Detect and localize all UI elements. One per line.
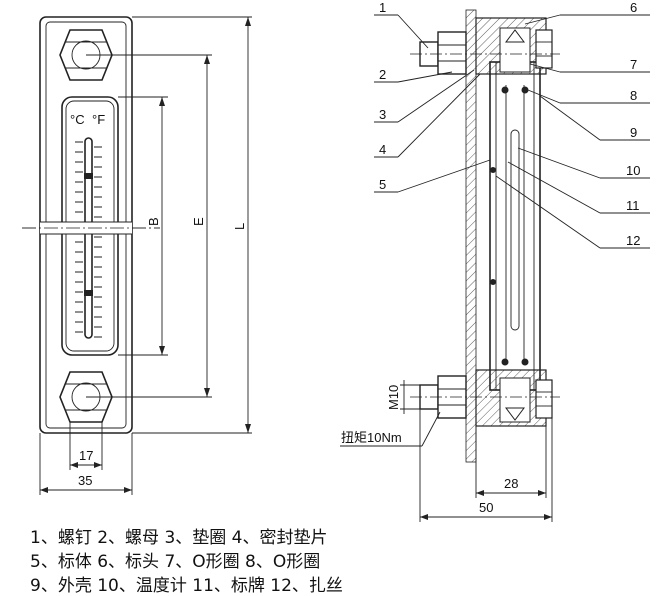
- callout-10: 10: [626, 163, 640, 178]
- tank-wall: [465, 9, 477, 463]
- bottom-screw: [410, 375, 560, 419]
- thread-label: M10: [386, 385, 401, 410]
- front-view: °C °F B E L: [22, 16, 252, 495]
- side-view: M10 扭矩10Nm 28 50 1 2 3 4 5: [340, 0, 650, 522]
- callout-7: 7: [630, 57, 637, 72]
- top-screw: [410, 31, 560, 75]
- callout-12: 12: [626, 233, 640, 248]
- callout-4: 4: [379, 142, 386, 157]
- dim-17-label: 17: [79, 448, 93, 463]
- dim-28-label: 28: [504, 476, 518, 491]
- legend-line-1: 1、螺钉 2、螺母 3、垫圈 4、密封垫片: [30, 528, 328, 548]
- fahrenheit-label: °F: [92, 112, 105, 127]
- dim-E-label: E: [191, 217, 206, 226]
- dim-35-label: 35: [78, 473, 92, 488]
- callout-8: 8: [630, 88, 637, 103]
- torque-label: 扭矩10Nm: [341, 430, 402, 445]
- thermometer-tube: [84, 137, 93, 339]
- callout-2: 2: [379, 67, 386, 82]
- top-head: [475, 17, 553, 94]
- scale-ticks: [75, 141, 102, 338]
- callout-11: 11: [626, 198, 640, 213]
- callout-9: 9: [630, 125, 637, 140]
- celsius-label: °C: [70, 112, 85, 127]
- dim-B-label: B: [146, 217, 161, 226]
- dim-50-label: 50: [479, 500, 493, 515]
- dim-L-label: L: [232, 223, 247, 230]
- bottom-head: [475, 358, 553, 427]
- legend-line-3: 9、外壳 10、温度计 11、标牌 12、扎丝: [30, 576, 343, 596]
- callout-6: 6: [630, 0, 637, 15]
- legend-line-2: 5、标体 6、标头 7、O形圈 8、O形圈: [30, 552, 321, 572]
- left-callouts: 1 2 3 4 5: [374, 0, 491, 193]
- callout-5: 5: [379, 177, 386, 192]
- callout-1: 1: [379, 0, 386, 15]
- right-callouts: 6 7 8 9 10 11 12: [495, 0, 650, 249]
- callout-3: 3: [379, 107, 386, 122]
- level-glass-body: [489, 61, 541, 391]
